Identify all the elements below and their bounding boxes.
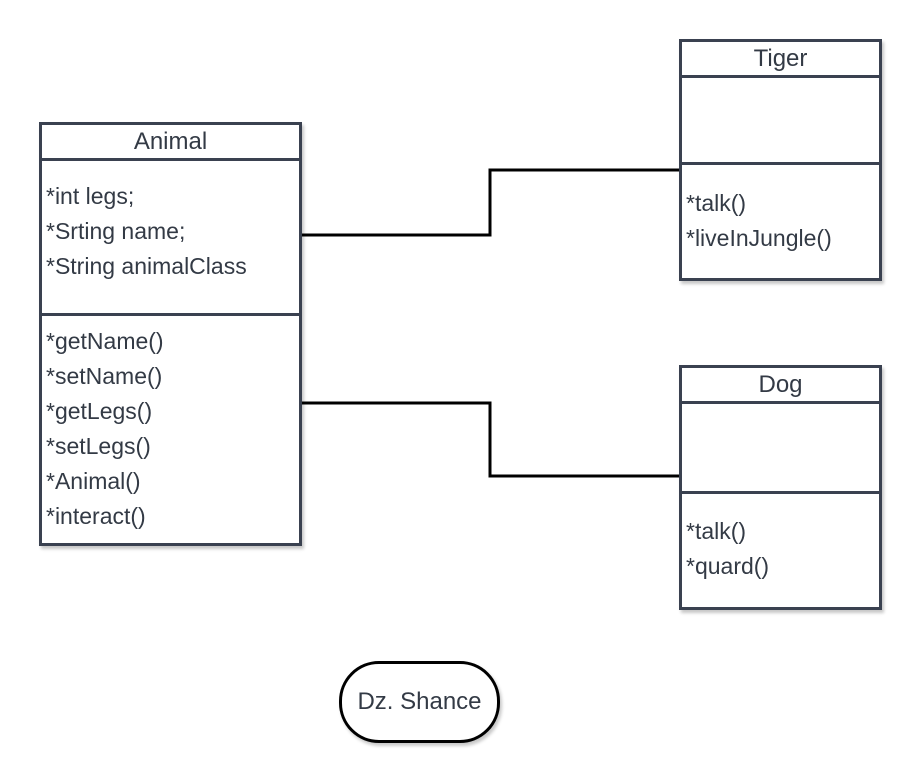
method: *interact() (46, 503, 146, 529)
class-title: Dog (682, 368, 879, 404)
method: *setLegs() (46, 433, 151, 459)
class-box-animal[interactable]: Animal *int legs; *Srting name; *String … (39, 122, 302, 546)
attributes-section: *int legs; *Srting name; *String animalC… (42, 161, 299, 313)
method: *quard() (686, 553, 770, 579)
connector-animal-dog (302, 401, 679, 478)
methods-section: *talk() *quard() (682, 491, 879, 584)
attributes-section (682, 78, 879, 162)
signature-terminator[interactable]: Dz. Shance (339, 661, 500, 743)
class-box-tiger[interactable]: Tiger *talk() *liveInJungle() (679, 39, 882, 281)
class-box-dog[interactable]: Dog *talk() *quard() (679, 365, 882, 610)
class-title: Animal (42, 125, 299, 161)
connector-animal-tiger (302, 168, 679, 237)
method: *liveInJungle() (686, 225, 832, 251)
method: *getLegs() (46, 398, 153, 424)
method: *talk() (686, 518, 747, 544)
methods-section: *talk() *liveInJungle() (682, 162, 879, 256)
methods-section: *getName() *setName() *getLegs() *setLeg… (42, 313, 299, 534)
attribute: *String animalClass (46, 253, 247, 279)
method: *Animal() (46, 468, 141, 494)
attribute: *Srting name; (46, 218, 186, 244)
method: *getName() (46, 328, 164, 354)
attribute: *int legs; (46, 183, 135, 209)
class-title: Tiger (682, 42, 879, 78)
attributes-section (682, 404, 879, 491)
method: *setName() (46, 363, 163, 389)
method: *talk() (686, 190, 747, 216)
